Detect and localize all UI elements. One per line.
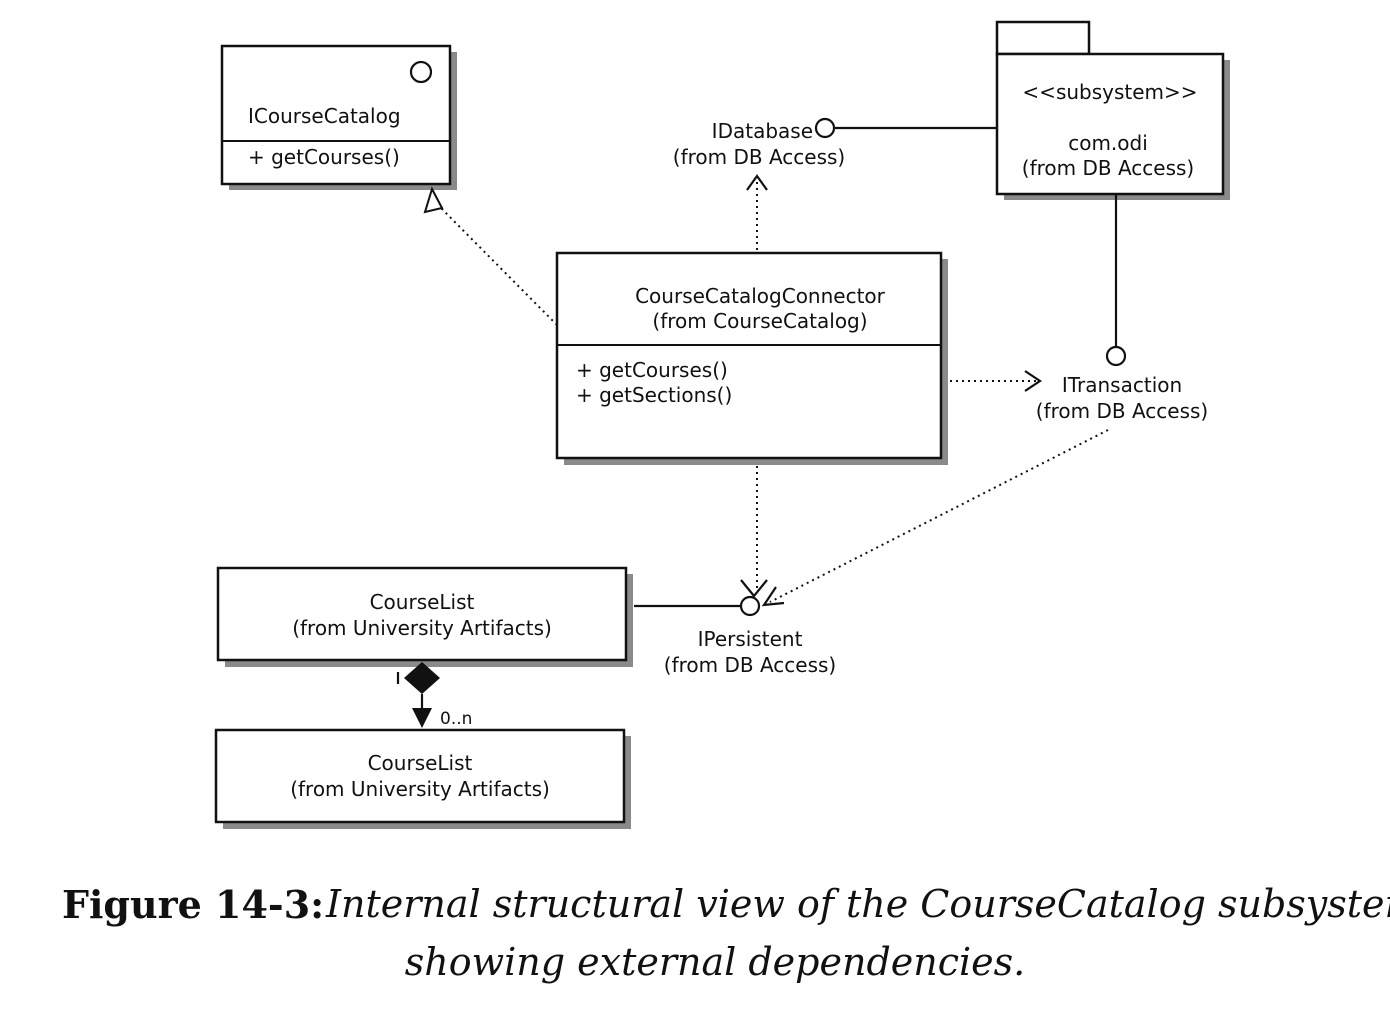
- idatabase-interface: IDatabase (from DB Access): [673, 117, 997, 169]
- icoursecatalog-name: ICourseCatalog: [248, 104, 401, 128]
- realization-connector-icoursecatalog: [423, 186, 558, 326]
- subsystem-stereotype: <<subsystem>>: [1022, 80, 1197, 104]
- composition-diamond-icon: [404, 662, 440, 694]
- itransaction-interface: ITransaction (from DB Access): [1036, 194, 1208, 423]
- subsystem-name: com.odi: [1068, 131, 1148, 155]
- ipersistent-lollipop-icon: [739, 595, 761, 617]
- realization-arrowhead-icon: [423, 186, 444, 214]
- dependency-connector-idatabase: [746, 174, 768, 250]
- idatabase-name: IDatabase: [712, 119, 813, 143]
- ipersistent-name: IPersistent: [698, 627, 803, 651]
- connector-operation: + getCourses(): [576, 358, 728, 382]
- dependency-arrowhead-icon: [740, 579, 768, 598]
- itransaction-origin: (from DB Access): [1036, 399, 1208, 423]
- icoursecatalog-operation: + getCourses(): [248, 145, 400, 169]
- courselist-top-origin: (from University Artifacts): [292, 616, 552, 640]
- dependency-itransaction-ipersistent: [761, 429, 1109, 607]
- connector-origin: (from CourseCatalog): [652, 309, 867, 333]
- connector-operation: + getSections(): [576, 383, 732, 407]
- courselist-top-name: CourseList: [370, 590, 475, 614]
- navigability-arrowhead-icon: [412, 708, 432, 728]
- subsystem-origin: (from DB Access): [1022, 156, 1194, 180]
- connector-name: CourseCatalogConnector: [635, 284, 886, 308]
- dependency-arrowhead-icon: [761, 586, 785, 607]
- multiplicity-label: 0..n: [440, 709, 472, 729]
- composition-association: 0..n: [396, 662, 472, 729]
- coursecatalogconnector-class: CourseCatalogConnector (from CourseCatal…: [555, 251, 948, 465]
- ipersistent-origin: (from DB Access): [664, 653, 836, 677]
- ipersistent-interface: IPersistent (from DB Access): [634, 595, 836, 677]
- com-odi-subsystem: <<subsystem>> com.odi (from DB Access): [995, 20, 1230, 200]
- courselist-bottom-name: CourseList: [368, 751, 473, 775]
- dependency-arrowhead-icon: [1024, 370, 1042, 392]
- courselist-top-class: CourseList (from University Artifacts): [216, 566, 633, 667]
- courselist-bottom-class: CourseList (from University Artifacts): [214, 728, 631, 829]
- idatabase-origin: (from DB Access): [673, 145, 845, 169]
- itransaction-name: ITransaction: [1062, 373, 1182, 397]
- courselist-bottom-origin: (from University Artifacts): [290, 777, 550, 801]
- caption-line-2: showing external dependencies.: [404, 940, 1026, 984]
- icoursecatalog-class: ICourseCatalog + getCourses(): [220, 44, 457, 190]
- idatabase-lollipop-icon: [814, 117, 836, 139]
- figure-number: Figure 14-3:: [62, 882, 325, 927]
- dependency-connector-itransaction: [950, 370, 1042, 392]
- interface-circle-icon: [409, 60, 433, 84]
- dependency-arrowhead-icon: [746, 174, 768, 191]
- dependency-connector-ipersistent: [740, 466, 768, 598]
- caption-line-1: Internal structural view of the CourseCa…: [326, 882, 1390, 926]
- itransaction-lollipop-icon: [1105, 345, 1127, 367]
